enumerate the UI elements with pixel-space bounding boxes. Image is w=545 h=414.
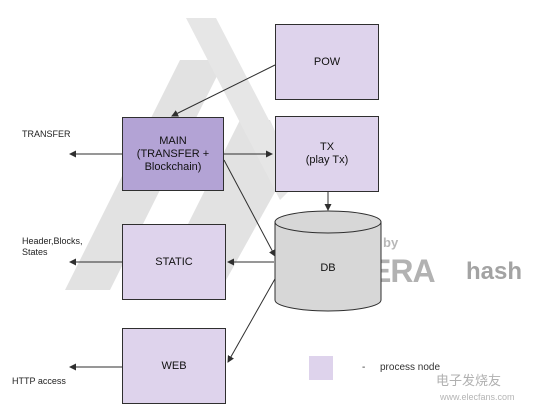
- tx-label-line1: TX: [319, 141, 335, 153]
- legend-dash: -: [362, 362, 366, 373]
- pow-node: POW: [275, 24, 379, 100]
- legend-swatch: [309, 356, 333, 380]
- web-label: WEB: [161, 359, 187, 372]
- transfer-external-label: TRANSFER: [22, 129, 71, 139]
- watermark-hash: hash: [466, 258, 523, 285]
- main-node: MAIN (TRANSFER + Blockchain): [122, 117, 224, 191]
- pow-label: POW: [313, 55, 341, 68]
- watermark-bottom-text: 电子发烧友: [436, 373, 502, 388]
- static-label: STATIC: [155, 255, 193, 268]
- db-cylinder: [274, 210, 382, 312]
- tx-label-line2: (play Tx): [305, 154, 349, 166]
- header-external-label-line2: States: [22, 247, 48, 257]
- tx-node: TX (play Tx): [275, 116, 379, 192]
- http-external-label: HTTP access: [12, 376, 66, 386]
- watermark-url: www.elecfans.com: [440, 392, 515, 402]
- arrow-pow-to-main: [171, 64, 276, 117]
- main-label-line2: (TRANSFER +: [136, 147, 210, 160]
- arrow-main-to-db: [223, 159, 276, 257]
- static-node: STATIC: [122, 224, 226, 300]
- web-node: WEB: [122, 328, 226, 404]
- watermark-by: by: [383, 235, 399, 250]
- arrow-db-to-web: [227, 269, 281, 363]
- main-label-line3: Blockchain): [144, 160, 202, 173]
- header-external-label-line1: Header,Blocks,: [22, 236, 83, 246]
- main-label-line1: MAIN: [159, 134, 187, 147]
- legend-label: process node: [380, 362, 441, 373]
- db-label: DB: [320, 262, 336, 274]
